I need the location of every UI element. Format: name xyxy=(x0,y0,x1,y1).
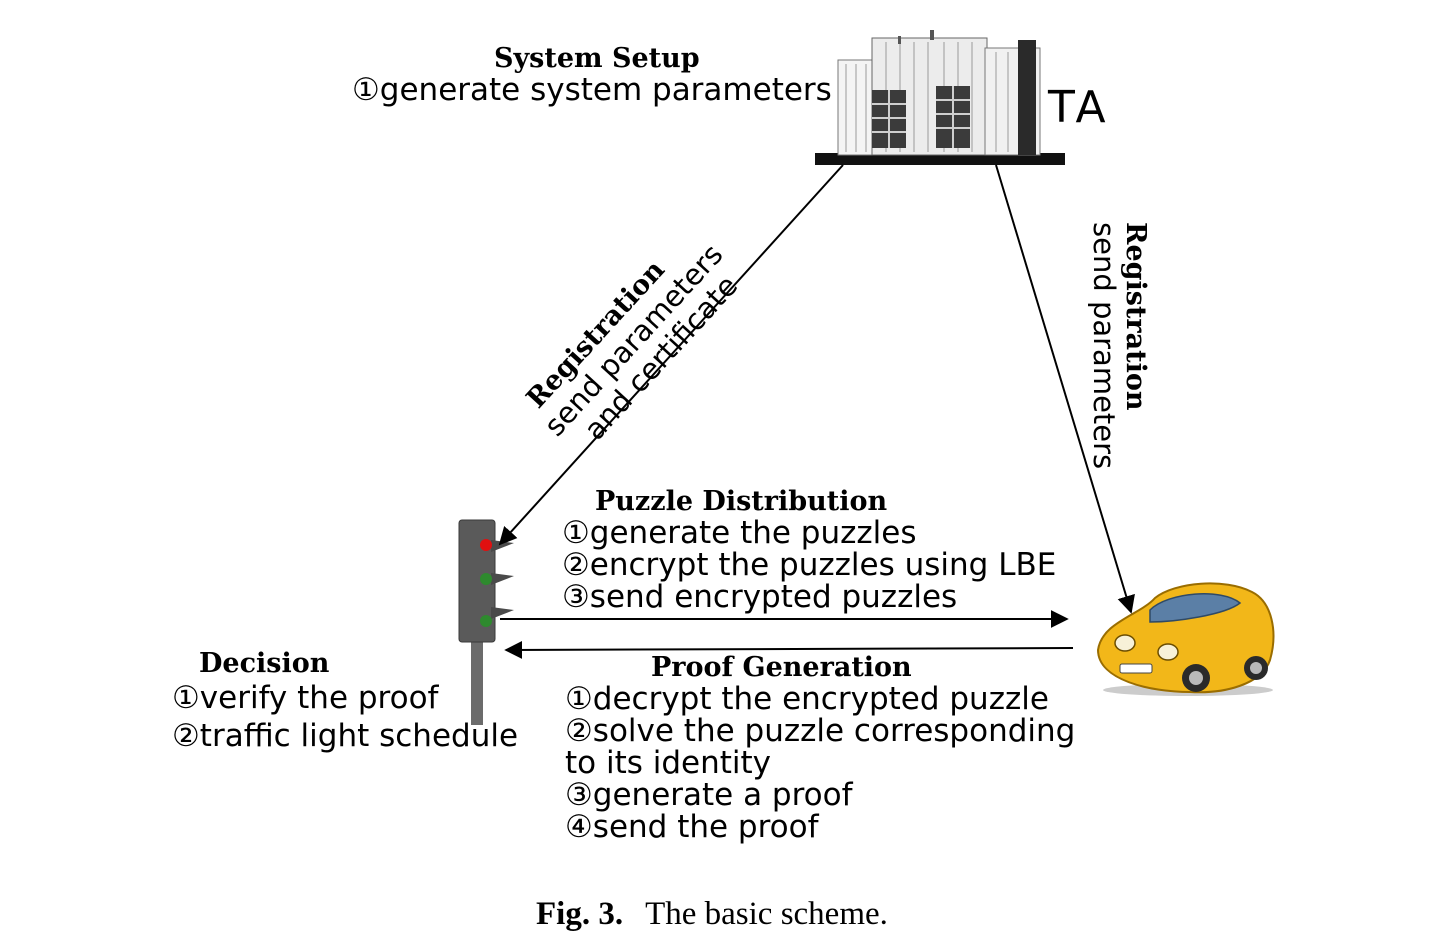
building-icon xyxy=(815,30,1065,165)
decision-block: Decision ①verify the proof ②traffic ligh… xyxy=(172,649,518,755)
ta-label: TA xyxy=(1048,82,1110,133)
figure-caption: Fig. 3. The basic scheme. xyxy=(536,896,888,933)
decision-heading: Decision xyxy=(199,648,330,679)
puzzle-distribution-block: Puzzle Distribution ①generate the puzzle… xyxy=(562,486,1057,615)
decision-step-2: ②traffic light schedule xyxy=(172,718,519,754)
arrow-ta-to-car xyxy=(995,164,1135,614)
proof-step-2: ②solve the puzzle corresponding xyxy=(565,713,1076,749)
proof-step-4: ④send the proof xyxy=(565,809,819,845)
proof-step-3: ③generate a proof xyxy=(565,777,853,813)
registration-right-line-1: send parameters xyxy=(1087,222,1121,470)
arrow-ta-to-traffic-light xyxy=(498,164,844,546)
figure-caption-text: The basic scheme. xyxy=(645,896,888,932)
figure-caption-label: Fig. 3. xyxy=(536,896,624,932)
traffic-light-icon xyxy=(458,519,514,725)
proof-step-2-cont: to its identity xyxy=(565,745,772,781)
car-icon xyxy=(1096,582,1275,696)
arrow-proof-generation xyxy=(504,640,1074,659)
puzzle-step-2: ②encrypt the puzzles using LBE xyxy=(562,547,1057,583)
puzzle-step-1: ①generate the puzzles xyxy=(562,515,917,551)
decision-step-1: ①verify the proof xyxy=(172,680,439,716)
registration-right-block: Registration send parameters xyxy=(1087,222,1151,470)
proof-generation-heading: Proof Generation xyxy=(651,652,912,683)
system-setup-block: System Setup ①generate system parameters xyxy=(352,43,832,108)
system-setup-heading: System Setup xyxy=(494,43,700,74)
proof-generation-block: Proof Generation ①decrypt the encrypted … xyxy=(565,652,1076,845)
proof-step-1: ①decrypt the encrypted puzzle xyxy=(565,681,1049,717)
puzzle-step-3: ③send encrypted puzzles xyxy=(562,579,958,615)
puzzle-distribution-heading: Puzzle Distribution xyxy=(595,486,888,517)
registration-right-heading: Registration xyxy=(1120,222,1151,411)
system-setup-step-1: ①generate system parameters xyxy=(352,72,832,108)
